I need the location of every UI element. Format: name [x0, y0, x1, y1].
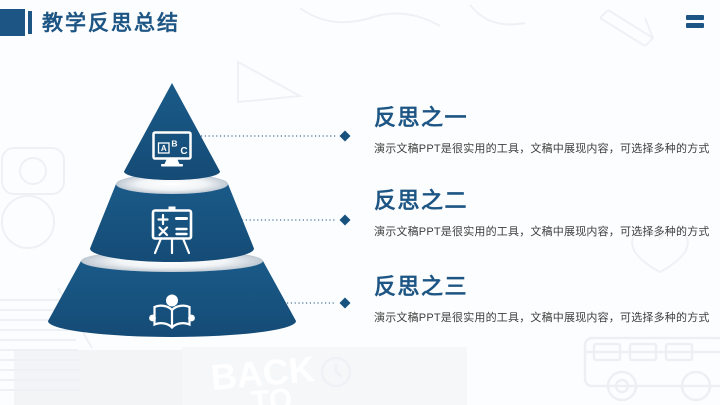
slide-header: 教学反思总结 — [0, 6, 180, 38]
school-bus-doodle — [583, 336, 720, 402]
reflection-heading-3: 反思之三 — [374, 274, 469, 299]
menu-bar-bottom — [686, 23, 704, 28]
pyramid-tier-3 — [48, 250, 296, 337]
monitor-letter-a: A — [161, 144, 167, 153]
tier-2-body — [90, 184, 254, 262]
pyramid-tier-1: A B C — [124, 83, 220, 180]
reflection-heading-1: 反思之一 — [374, 105, 469, 130]
monitor-letter-b: B — [171, 139, 177, 149]
back-to-school-watermark-line1: BACK — [209, 348, 316, 398]
connector-diamond-3 — [339, 297, 351, 309]
hamburger-menu-icon[interactable] — [686, 15, 704, 28]
pyramid-tier-2 — [90, 174, 254, 262]
reflection-item-1: 反思之一 演示文稿PPT是很实用的工具，文稿中展现内容，可选择多种的方式 — [374, 105, 712, 156]
reflection-item-3: 反思之三 演示文稿PPT是很实用的工具，文稿中展现内容，可选择多种的方式 — [374, 274, 712, 325]
squiggle-doodle-top — [299, 4, 526, 27]
clock-doodle — [320, 356, 352, 388]
camera-doodle — [1, 147, 65, 195]
back-to-school-watermark-line2: TO — [250, 383, 294, 405]
open-book-reader-icon — [149, 294, 195, 329]
scribble-circle-doodle — [1, 195, 55, 249]
page-title: 教学反思总结 — [42, 12, 180, 35]
camera-lens-doodle — [19, 157, 47, 185]
reflection-item-2: 反思之二 演示文稿PPT是很实用的工具，文稿中展现内容，可选择多种的方式 — [374, 188, 712, 239]
floor-patch-center — [182, 347, 467, 405]
triangle-ruler-doodle — [237, 60, 304, 104]
connector-diamond-1 — [339, 130, 351, 142]
pencil-doodle — [599, 9, 655, 47]
reflection-body-2: 演示文稿PPT是很实用的工具，文稿中展现内容，可选择多种的方式 — [374, 226, 710, 238]
easel-math-icon — [151, 206, 193, 255]
monitor-letter-c: C — [180, 146, 187, 157]
menu-bar-top — [686, 15, 704, 20]
reflection-heading-2: 反思之二 — [374, 188, 469, 213]
connector-diamond-2 — [339, 214, 351, 226]
monitor-abc-icon: A B C — [152, 131, 192, 167]
reflection-body-3: 演示文稿PPT是很实用的工具，文稿中展现内容，可选择多种的方式 — [374, 312, 710, 324]
reflection-body-1: 演示文稿PPT是很实用的工具，文稿中展现内容，可选择多种的方式 — [374, 143, 710, 155]
heart-doodle — [631, 229, 689, 274]
title-accent-square — [0, 8, 25, 36]
tier-2-lip — [116, 174, 228, 194]
title-accent-bar — [28, 10, 32, 34]
